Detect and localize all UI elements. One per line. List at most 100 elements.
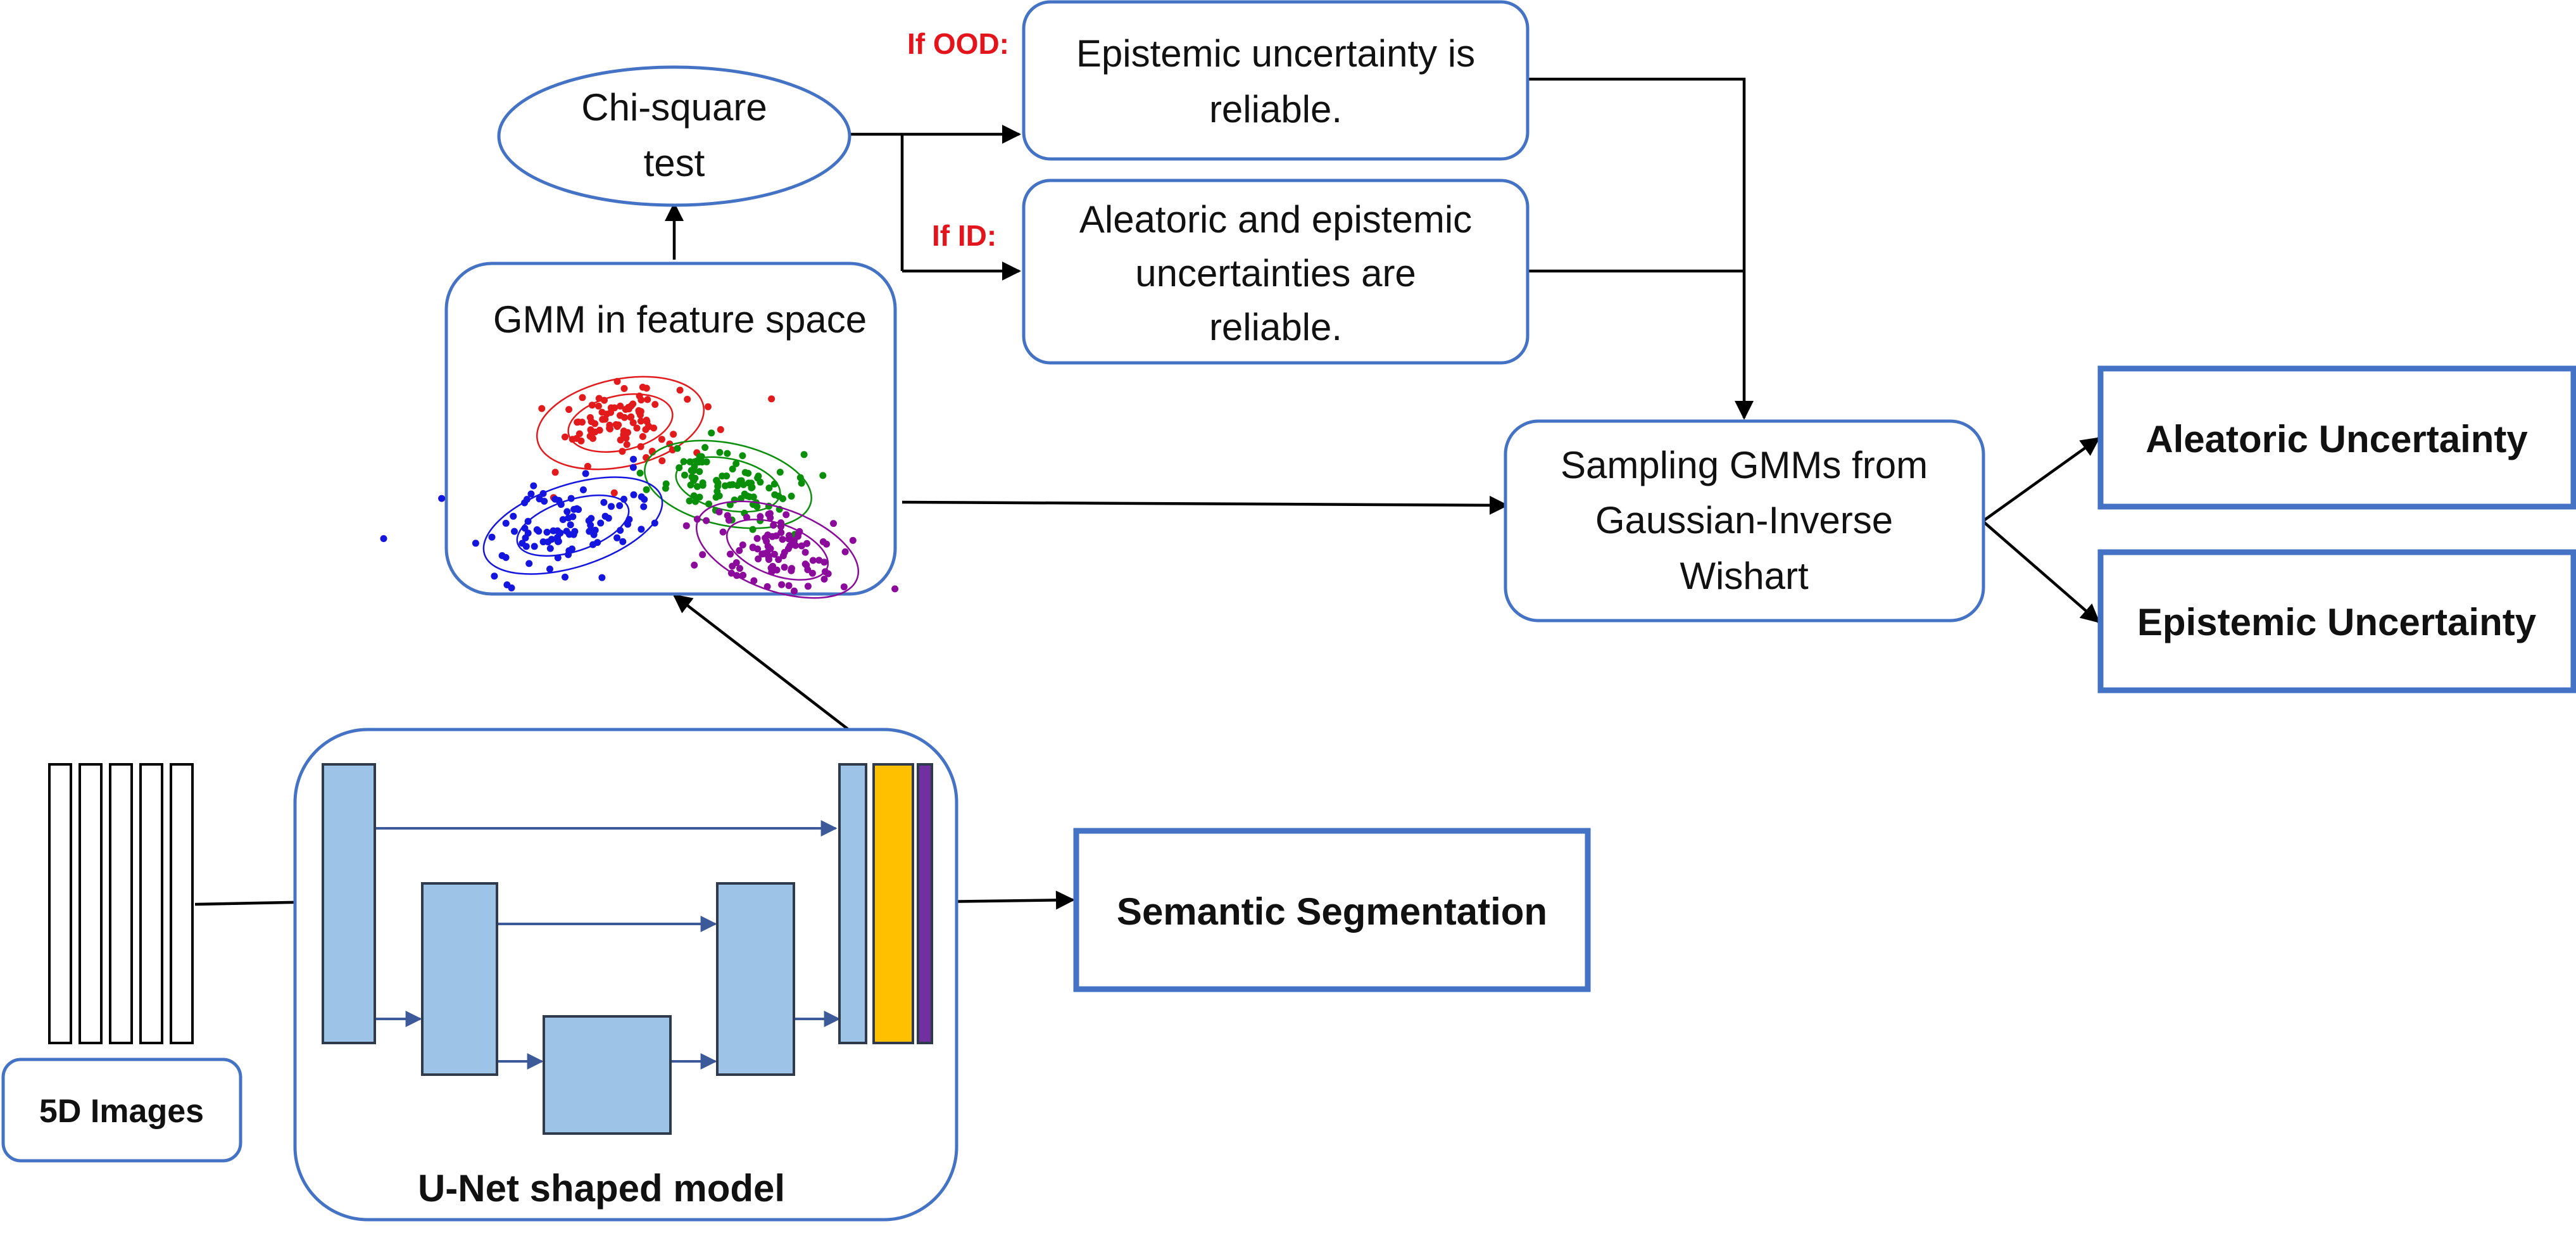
gmm-point <box>723 472 731 480</box>
gmm-point <box>674 445 681 452</box>
gmm-point <box>488 533 496 541</box>
gmm-point <box>565 514 572 522</box>
gmm-point <box>617 402 624 410</box>
gmm-point <box>736 547 743 554</box>
sampling-node: Sampling GMMs from Gaussian-Inverse Wish… <box>1504 419 1985 622</box>
aleatoric-output-node: Aleatoric Uncertainty <box>2097 365 2576 510</box>
gmm-point <box>638 396 645 404</box>
gmm-point <box>569 436 576 443</box>
gmm-contour <box>726 519 829 581</box>
gmm-point <box>531 543 538 550</box>
gmm-point <box>796 474 804 481</box>
gmm-point <box>606 425 614 433</box>
gmm-point <box>438 495 446 502</box>
gmm-point <box>808 569 816 577</box>
chi-square-line-2: test <box>644 142 705 184</box>
output-layer-purple <box>917 763 933 1044</box>
unet-skip-connections <box>375 820 841 1070</box>
aleatoric-output-label: Aleatoric Uncertainty <box>2146 418 2528 460</box>
gmm-point <box>559 516 567 523</box>
gmm-point <box>587 521 594 529</box>
gmm-cluster <box>380 455 663 591</box>
gmm-point <box>824 570 832 578</box>
gmm-point <box>538 405 546 412</box>
gmm-point <box>781 564 788 571</box>
both-reliable-line-1: Aleatoric and epistemic <box>1079 198 1472 241</box>
gmm-point <box>511 528 518 535</box>
gmm-point <box>644 396 651 403</box>
gmm-point <box>803 561 810 569</box>
unet-node: U-Net shaped model <box>293 728 958 1222</box>
gmm-point <box>611 404 619 412</box>
gmm-point <box>684 396 691 403</box>
gmm-point <box>640 503 648 510</box>
gmm-point <box>637 417 644 425</box>
gmm-point <box>755 472 762 480</box>
encoder-block-2 <box>421 882 498 1076</box>
feature-layer-orange <box>872 763 914 1044</box>
gmm-point <box>792 541 800 549</box>
gmm-point <box>563 508 571 515</box>
gmm-point <box>582 470 589 477</box>
bottleneck-block <box>543 1015 672 1135</box>
gmm-point <box>543 528 551 536</box>
gmm-point <box>809 557 817 564</box>
gmm-point <box>638 526 645 533</box>
gmm-point <box>554 538 562 545</box>
gmm-cluster <box>682 500 899 599</box>
gmm-point <box>724 512 731 519</box>
gmm-point <box>584 462 591 470</box>
gmm-point <box>701 444 709 452</box>
gmm-point <box>600 498 608 506</box>
epistemic-reliable-line-2: reliable. <box>1209 88 1342 130</box>
gmm-point <box>658 436 665 443</box>
arrow-gmm-to-sampling <box>902 495 1509 515</box>
gmm-contour <box>482 476 663 575</box>
gmm-point <box>713 477 720 484</box>
gmm-point <box>841 548 849 555</box>
gmm-point <box>670 431 677 438</box>
gmm-point <box>615 421 622 429</box>
gmm-point <box>727 550 734 558</box>
gmm-point <box>726 481 734 489</box>
gmm-point <box>596 426 603 434</box>
gmm-point <box>569 545 575 553</box>
gmm-point <box>586 433 594 440</box>
branch-label-ood: If OOD: <box>907 27 1009 60</box>
gmm-point <box>622 434 630 442</box>
gmm-point <box>770 550 778 558</box>
gmm-point <box>732 559 740 566</box>
branch-label-id: If ID: <box>932 219 996 252</box>
gmm-point <box>565 406 573 414</box>
gmm-point <box>686 497 693 505</box>
gmm-point <box>620 414 628 421</box>
gmm-point <box>785 582 793 590</box>
gmm-point <box>598 574 606 581</box>
gmm-point <box>625 403 632 411</box>
gmm-contour <box>516 494 630 557</box>
gmm-point <box>598 408 606 416</box>
gmm-point <box>491 572 498 580</box>
epistemic-reliable-line-1: Epistemic uncertainty is <box>1076 32 1475 75</box>
gmm-point <box>803 540 810 547</box>
gmm-point <box>599 415 606 423</box>
gmm-point <box>778 581 786 588</box>
gmm-point <box>635 407 643 414</box>
gmm-point <box>535 528 543 535</box>
gmm-node: GMM in feature space <box>380 262 899 599</box>
gmm-point <box>536 495 543 503</box>
gmm-point <box>800 451 808 458</box>
gmm-point <box>594 402 602 410</box>
gmm-point <box>739 481 747 488</box>
gmm-point <box>748 479 755 487</box>
gmm-point <box>597 519 605 527</box>
gmm-point <box>601 512 609 520</box>
gmm-point <box>781 548 788 556</box>
both-reliable-node: Aleatoric and epistemic uncertainties ar… <box>1022 179 1530 365</box>
gmm-point <box>573 505 581 512</box>
unet-label: U-Net shaped model <box>418 1167 785 1210</box>
gmm-point <box>502 519 510 527</box>
images-label: 5D Images <box>39 1093 204 1130</box>
gmm-point <box>786 532 793 540</box>
